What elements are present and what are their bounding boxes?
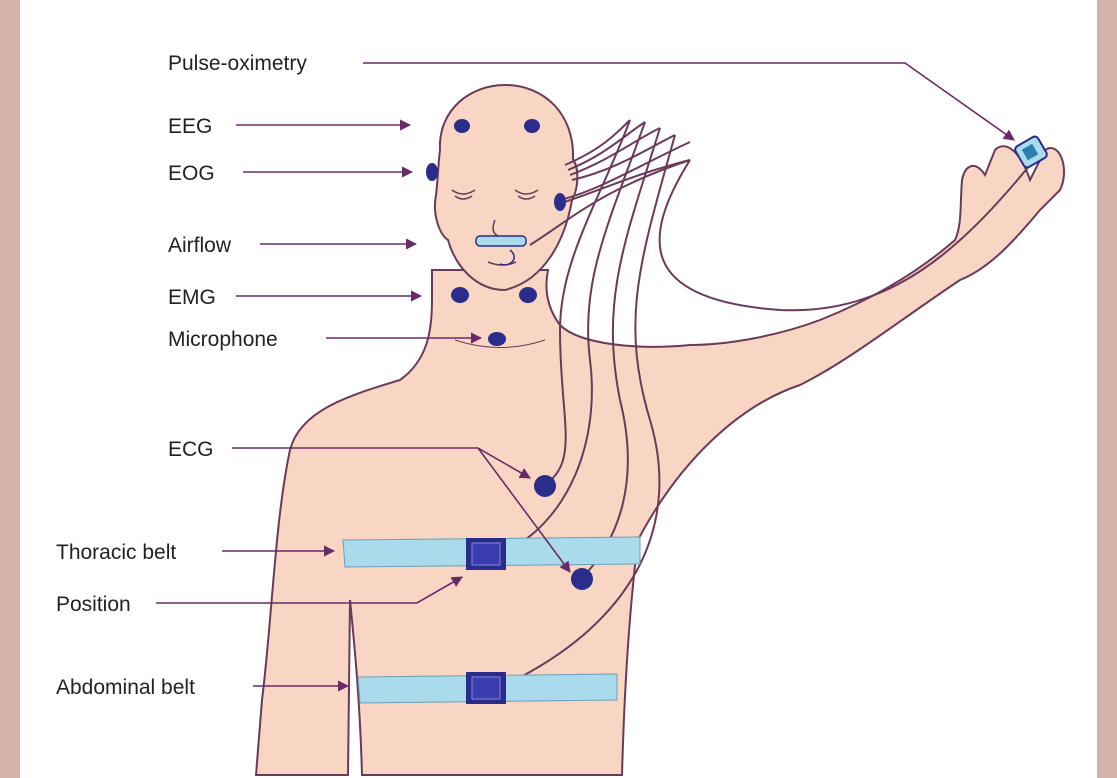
label-airflow: Airflow — [168, 234, 232, 257]
abdominal-belt — [358, 672, 617, 704]
label-pulse-oximetry: Pulse-oximetry — [168, 52, 307, 75]
label-thoracic-belt: Thoracic belt — [56, 541, 176, 564]
eeg-electrode-right — [524, 119, 540, 133]
label-eeg: EEG — [168, 115, 212, 138]
label-microphone: Microphone — [168, 328, 278, 351]
head-outline — [435, 85, 577, 290]
label-emg: EMG — [168, 286, 216, 309]
ecg-electrode-upper — [534, 475, 556, 497]
emg-electrode-right — [519, 287, 537, 303]
eog-electrode-left — [426, 163, 438, 181]
emg-electrode-left — [451, 287, 469, 303]
label-eog: EOG — [168, 162, 215, 185]
eeg-electrode-left — [454, 119, 470, 133]
eog-electrode-right — [554, 193, 566, 211]
microphone-sensor — [488, 332, 506, 346]
ecg-electrode-lower — [571, 568, 593, 590]
label-abdominal-belt: Abdominal belt — [56, 676, 195, 699]
label-position: Position — [56, 593, 131, 616]
label-ecg: ECG — [168, 438, 214, 461]
